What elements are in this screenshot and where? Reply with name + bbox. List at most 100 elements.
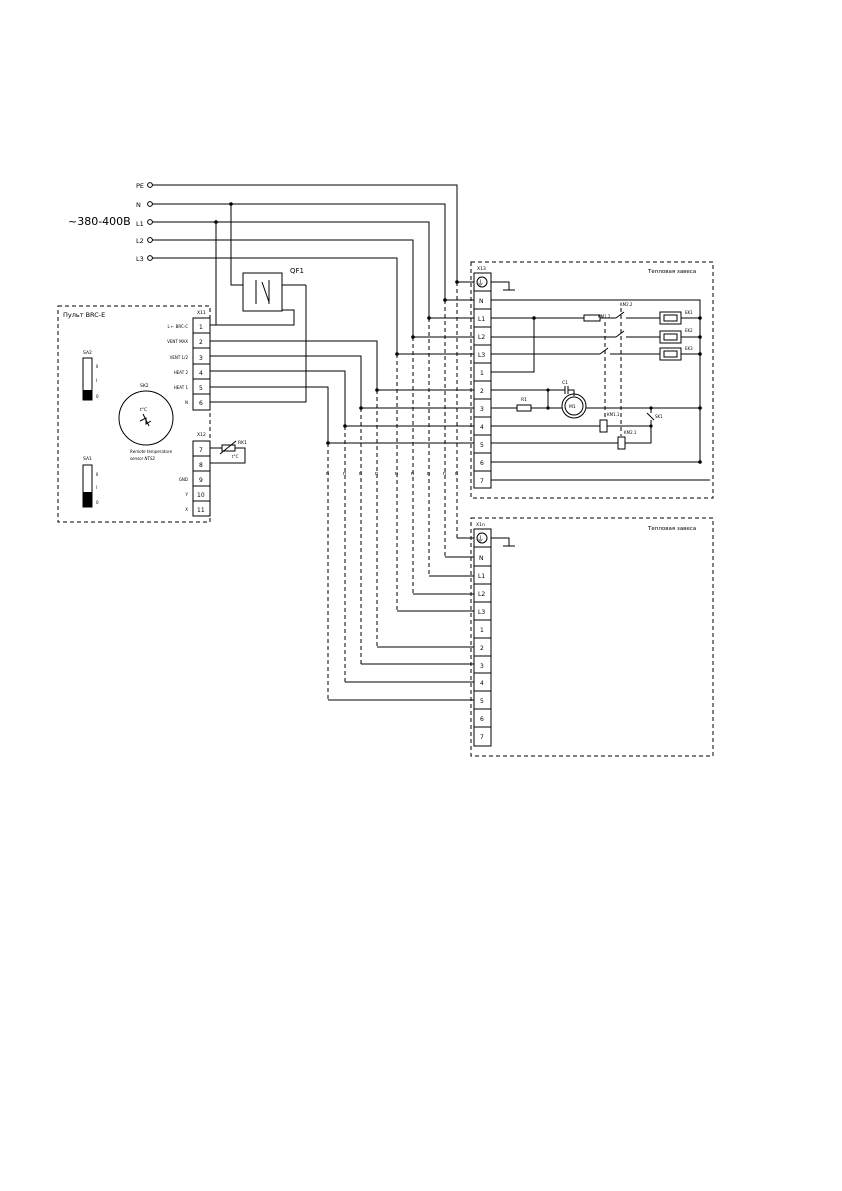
svg-text:7: 7 bbox=[480, 734, 484, 741]
terminal-x1n: X1n ⏚ N L1 L2 L3 1 2 3 4 5 6 7 bbox=[473, 522, 492, 747]
breaker-qf1: QF1 bbox=[209, 204, 307, 403]
svg-text:7: 7 bbox=[199, 447, 203, 454]
remote-sensor-rk1: Remote temperature sensor NTS2 RK1 t°C bbox=[130, 440, 247, 464]
svg-text:L3: L3 bbox=[136, 255, 144, 263]
svg-text:Тепловая завеса: Тепловая завеса bbox=[647, 269, 696, 275]
svg-text:SK2: SK2 bbox=[140, 383, 149, 389]
svg-text:SA1: SA1 bbox=[83, 456, 92, 462]
svg-text:RK1: RK1 bbox=[238, 440, 247, 446]
supply-line-l3: L3 bbox=[136, 255, 474, 612]
svg-text:HEAT 1: HEAT 1 bbox=[174, 385, 189, 390]
svg-text:GND: GND bbox=[179, 477, 188, 482]
svg-text:L2: L2 bbox=[478, 334, 485, 341]
svg-text:HEAT 2: HEAT 2 bbox=[174, 370, 189, 375]
svg-text:II: II bbox=[96, 364, 98, 369]
svg-text:M1: M1 bbox=[569, 404, 576, 410]
svg-text:X13: X13 bbox=[477, 266, 486, 272]
svg-text:L3: L3 bbox=[478, 609, 485, 616]
svg-text:L2: L2 bbox=[136, 237, 144, 245]
svg-text:9: 9 bbox=[199, 477, 203, 484]
svg-text:n: n bbox=[455, 471, 458, 477]
svg-text:L ← BRC-C: L ← BRC-C bbox=[168, 324, 189, 329]
svg-text:6: 6 bbox=[480, 460, 484, 467]
svg-text:3: 3 bbox=[480, 663, 484, 670]
svg-text:II: II bbox=[96, 472, 98, 477]
svg-text:Y: Y bbox=[185, 492, 189, 497]
svg-text:n: n bbox=[326, 471, 329, 477]
svg-text:KM2.1: KM2.1 bbox=[624, 430, 637, 435]
svg-text:5: 5 bbox=[480, 442, 484, 449]
svg-text:3: 3 bbox=[480, 406, 484, 413]
svg-text:Remote temperature: Remote temperature bbox=[130, 449, 173, 454]
svg-text:EK3: EK3 bbox=[685, 346, 693, 351]
thermostat-sk1: SK1 bbox=[646, 408, 663, 421]
svg-text:N: N bbox=[185, 400, 188, 405]
supply-voltage: ~380-400В bbox=[68, 215, 131, 228]
air-curtain-2: Тепловая завеса X1n ⏚ N L1 L2 L3 1 2 3 4 bbox=[470, 517, 714, 757]
svg-text:t°C: t°C bbox=[232, 454, 239, 459]
terminal-x11: X11 1 2 3 4 5 6 L ← BRC-C VENT MAX VENT … bbox=[167, 310, 211, 411]
svg-text:X11: X11 bbox=[197, 310, 206, 316]
svg-text:11: 11 bbox=[197, 507, 205, 514]
switch-sa2: SA2 II I 0 bbox=[82, 350, 99, 401]
svg-text:C1: C1 bbox=[562, 380, 568, 386]
svg-text:7: 7 bbox=[480, 478, 484, 485]
svg-text:N: N bbox=[479, 555, 484, 562]
svg-text:KM1.2: KM1.2 bbox=[598, 314, 611, 319]
svg-text:n: n bbox=[375, 471, 378, 477]
air-curtain-1: Тепловая завеса X13 ⏚ N L1 L2 L3 1 2 3 4 bbox=[470, 261, 714, 499]
svg-text:1: 1 bbox=[199, 324, 203, 331]
supply-line-pe: PE bbox=[136, 182, 474, 539]
ground-icon bbox=[491, 537, 515, 547]
svg-text:L1: L1 bbox=[478, 573, 485, 580]
svg-text:5: 5 bbox=[199, 385, 203, 392]
svg-text:6: 6 bbox=[199, 400, 203, 407]
svg-text:VENT 1/2: VENT 1/2 bbox=[170, 355, 189, 360]
svg-text:⏚: ⏚ bbox=[477, 279, 484, 287]
svg-text:~380-400В: ~380-400В bbox=[68, 215, 131, 228]
svg-text:0: 0 bbox=[96, 394, 99, 399]
svg-text:2: 2 bbox=[480, 388, 484, 395]
supply-line-n: N bbox=[136, 201, 474, 558]
svg-text:sensor NTS2: sensor NTS2 bbox=[130, 456, 156, 461]
svg-text:n: n bbox=[343, 471, 346, 477]
svg-text:L1: L1 bbox=[478, 316, 485, 323]
contactor-km22: KM2.2 bbox=[583, 302, 633, 338]
svg-text:KM1.1: KM1.1 bbox=[607, 412, 620, 417]
terminal-x12: X12 7 8 9 10 11 GND Y X bbox=[179, 432, 211, 517]
svg-text:4: 4 bbox=[199, 370, 203, 377]
supply-line-l2: L2 bbox=[136, 237, 474, 595]
svg-text:EK2: EK2 bbox=[685, 328, 693, 333]
svg-text:2: 2 bbox=[199, 339, 203, 346]
switch-sa1: SA1 II I 0 bbox=[82, 456, 99, 508]
svg-text:PE: PE bbox=[136, 182, 144, 190]
svg-text:6: 6 bbox=[480, 716, 484, 723]
svg-text:I: I bbox=[96, 378, 97, 383]
svg-text:N: N bbox=[479, 298, 484, 305]
heater-ek1: EK1 bbox=[659, 310, 700, 325]
svg-text:t°C: t°C bbox=[140, 407, 147, 413]
svg-text:n: n bbox=[427, 471, 430, 477]
svg-text:1: 1 bbox=[480, 370, 484, 377]
svg-text:3: 3 bbox=[199, 355, 203, 362]
terminal-x13: X13 ⏚ N L1 L2 L3 1 2 3 4 5 6 7 bbox=[473, 266, 492, 489]
svg-text:10: 10 bbox=[197, 492, 205, 499]
svg-text:n: n bbox=[411, 471, 414, 477]
svg-text:I: I bbox=[96, 485, 97, 490]
svg-text:n: n bbox=[395, 471, 398, 477]
svg-text:SA2: SA2 bbox=[83, 350, 92, 356]
svg-text:4: 4 bbox=[480, 424, 484, 431]
svg-text:VENT MAX: VENT MAX bbox=[167, 339, 188, 344]
svg-text:5: 5 bbox=[480, 698, 484, 705]
svg-text:EK1: EK1 bbox=[685, 310, 693, 315]
svg-text:n: n bbox=[443, 471, 446, 477]
svg-text:n: n bbox=[359, 471, 362, 477]
svg-text:1: 1 bbox=[480, 627, 484, 634]
svg-text:L3: L3 bbox=[478, 352, 485, 359]
svg-text:R1: R1 bbox=[521, 397, 527, 403]
relay-km21: KM2.1 bbox=[491, 426, 652, 450]
supply-junctions bbox=[214, 202, 459, 356]
svg-text:N: N bbox=[136, 201, 141, 209]
svg-text:⏚: ⏚ bbox=[477, 535, 484, 543]
svg-text:L2: L2 bbox=[478, 591, 485, 598]
